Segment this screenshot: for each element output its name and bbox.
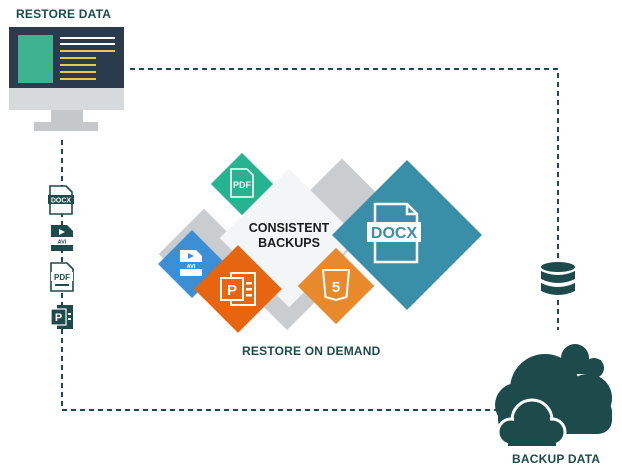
docx-file-icon: DOCX <box>48 185 74 215</box>
pdf-diamond-icon: PDF <box>230 168 254 198</box>
docx-diamond-label: DOCX <box>371 225 418 242</box>
top-connector <box>130 68 559 260</box>
cloud-icon <box>495 344 612 447</box>
pdf-diamond-label: PDF <box>233 180 252 190</box>
center-diamond-cluster: AVI PDF P 5 <box>158 152 482 333</box>
avi-small-label: AVI <box>58 240 67 246</box>
docx-small-label: DOCX <box>51 198 72 205</box>
docx-diamond-icon: DOCX <box>367 202 421 264</box>
consistent-line2: BACKUPS <box>258 236 320 250</box>
pdf-diamond <box>210 152 274 216</box>
restore-data-label: RESTORE DATA <box>16 7 112 21</box>
avi-diamond-label: AVI <box>187 264 196 270</box>
consistent-backups-label: CONSISTENT BACKUPS <box>239 221 339 251</box>
svg-text:P: P <box>55 312 62 324</box>
avi-file-icon: AVI <box>51 225 73 251</box>
pdf-file-icon: PDF <box>50 262 74 292</box>
svg-text:P: P <box>227 282 237 299</box>
powerpoint-icon: P <box>50 305 73 329</box>
monitor-icon <box>9 27 124 131</box>
backup-data-label: BACKUP DATA <box>512 452 601 466</box>
powerpoint-diamond-icon: P <box>220 272 256 306</box>
html5-icon: 5 <box>321 269 351 302</box>
consistent-line1: CONSISTENT <box>248 221 330 235</box>
restore-on-demand-label: RESTORE ON DEMAND <box>242 344 381 358</box>
html5-diamond <box>297 247 375 325</box>
database-icon <box>541 262 575 295</box>
pdf-small-label: PDF <box>54 273 70 282</box>
svg-text:5: 5 <box>332 279 340 296</box>
avi-diamond-icon: AVI <box>180 250 202 276</box>
